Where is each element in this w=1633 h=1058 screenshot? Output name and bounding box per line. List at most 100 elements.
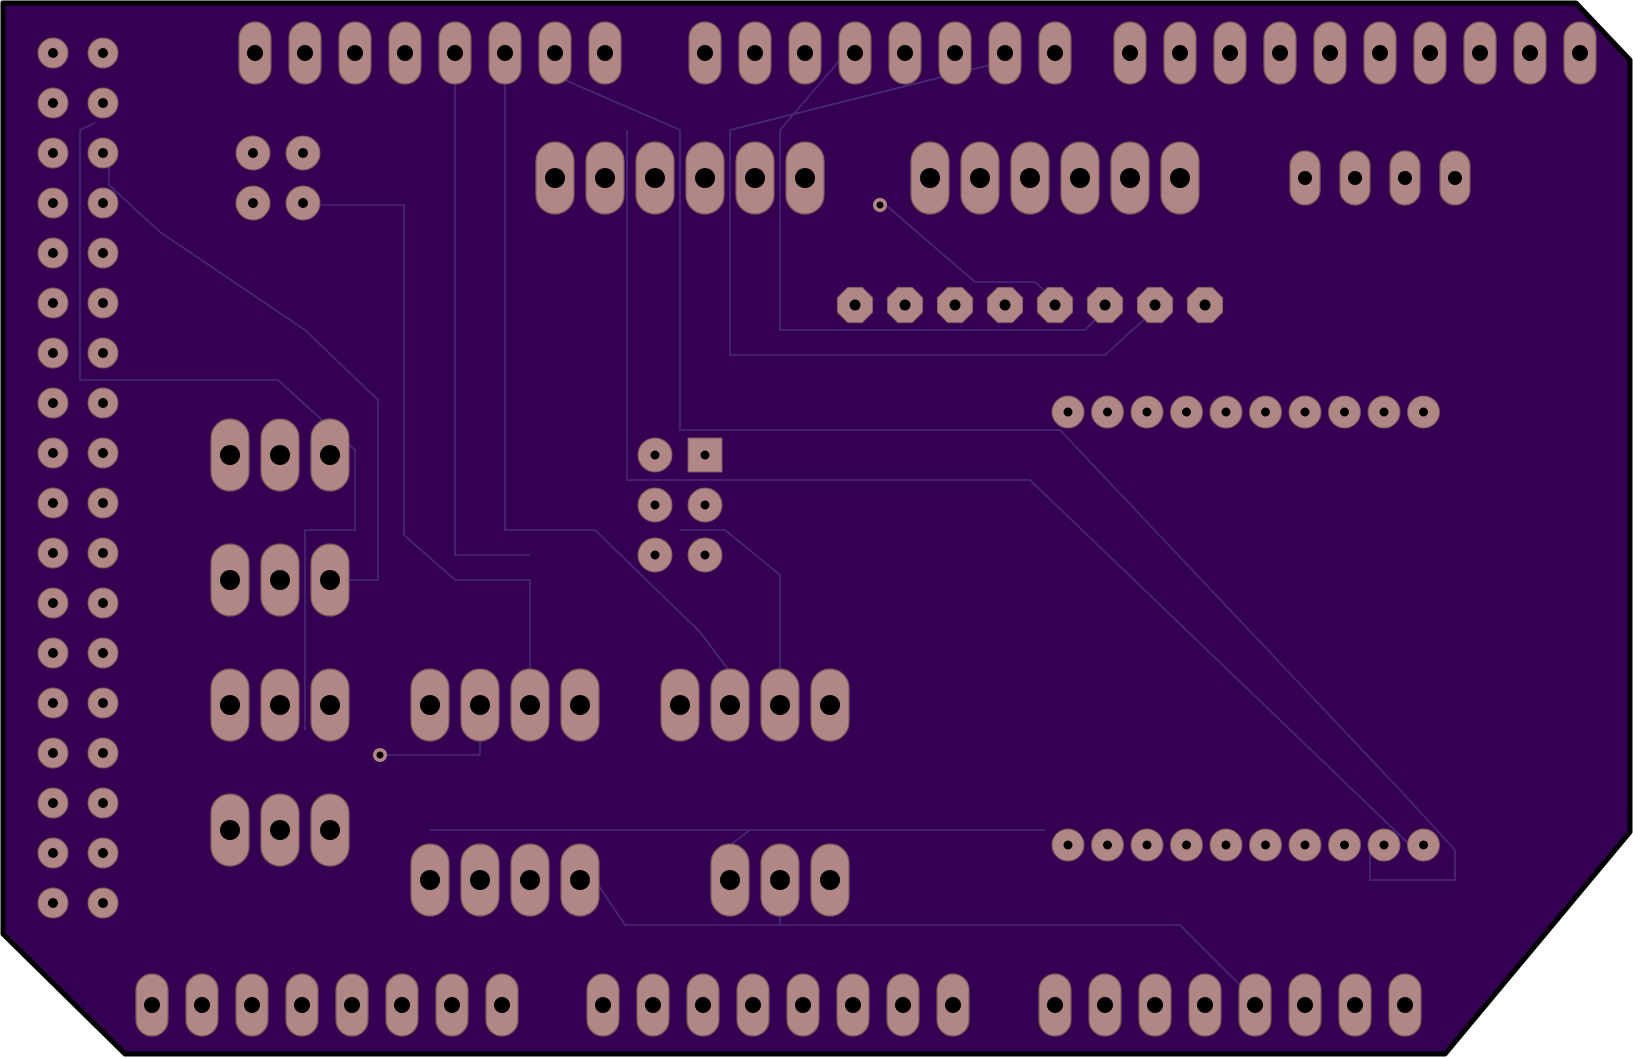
power-jack-pad bbox=[1439, 150, 1471, 206]
terminal-pad bbox=[410, 843, 450, 917]
ic-socket-pin bbox=[1407, 395, 1440, 429]
bottom-header-pin bbox=[285, 973, 319, 1037]
left-header-pin bbox=[87, 287, 119, 319]
top-header-pin bbox=[938, 21, 972, 85]
terminal-pad bbox=[810, 668, 850, 742]
terminal-pad bbox=[635, 141, 675, 215]
isp-header-pin-1 bbox=[687, 437, 723, 473]
ic-socket-pin bbox=[1367, 828, 1401, 862]
terminal-pad bbox=[960, 141, 1000, 215]
top-header-pin bbox=[438, 21, 472, 85]
left-header-pin bbox=[87, 737, 119, 769]
left-header-pin bbox=[87, 137, 119, 169]
bottom-header-pin bbox=[1288, 973, 1322, 1037]
terminal-pad bbox=[460, 668, 500, 742]
terminal-pad bbox=[260, 418, 300, 492]
trace bbox=[779, 59, 1111, 331]
octagon-header-pin bbox=[1186, 286, 1224, 324]
left-header-pin bbox=[37, 237, 69, 269]
small-header-pin bbox=[235, 135, 271, 171]
terminal-pad bbox=[1110, 141, 1150, 215]
isp-header-pin bbox=[637, 537, 673, 573]
terminal-pad bbox=[1160, 141, 1200, 215]
via bbox=[373, 748, 387, 762]
ic-socket-pin bbox=[1209, 395, 1243, 429]
terminal-pad bbox=[510, 843, 550, 917]
left-header-pin bbox=[37, 687, 69, 719]
left-header-pin bbox=[37, 487, 69, 519]
left-header-pin bbox=[87, 37, 119, 69]
top-header-pin bbox=[288, 21, 322, 85]
top-header-pin bbox=[1113, 21, 1147, 85]
top-header-pin bbox=[1313, 21, 1347, 85]
terminal-pad bbox=[210, 793, 250, 867]
terminal-pad bbox=[410, 668, 450, 742]
left-header-pin bbox=[37, 887, 69, 919]
ic-socket-pin bbox=[1051, 828, 1085, 862]
power-jack-pad bbox=[1339, 150, 1371, 206]
bottom-header-pin bbox=[886, 973, 920, 1037]
top-header-pin bbox=[738, 21, 772, 85]
pad-layer bbox=[37, 21, 1597, 1037]
ic-socket-pin bbox=[1249, 395, 1282, 429]
left-header-pin bbox=[87, 187, 119, 219]
terminal-pad bbox=[260, 543, 300, 617]
left-header-pin bbox=[87, 587, 119, 619]
terminal-pad bbox=[660, 668, 700, 742]
left-header-pin bbox=[37, 437, 69, 469]
top-header-pin bbox=[1363, 21, 1397, 85]
bottom-header-pin bbox=[1038, 973, 1072, 1037]
bottom-header-pin bbox=[636, 973, 670, 1037]
bottom-header-pin bbox=[1088, 973, 1122, 1037]
left-header-pin bbox=[37, 737, 69, 769]
via bbox=[873, 198, 887, 212]
trace bbox=[504, 80, 731, 673]
top-header-pin bbox=[1463, 21, 1497, 85]
left-header-pin bbox=[87, 787, 119, 819]
top-header-pin bbox=[1513, 21, 1547, 85]
terminal-pad bbox=[460, 843, 500, 917]
bottom-header-pin bbox=[686, 973, 720, 1037]
terminal-pad bbox=[1060, 141, 1100, 215]
trace bbox=[108, 159, 379, 581]
octagon-header-pin bbox=[936, 286, 974, 324]
bottom-header-pin bbox=[1238, 973, 1272, 1037]
left-header-pin bbox=[87, 637, 119, 669]
terminal-pad bbox=[210, 418, 250, 492]
bottom-header-pin bbox=[1388, 973, 1422, 1037]
left-header-pin bbox=[87, 537, 119, 569]
terminal-pad bbox=[710, 668, 750, 742]
bottom-header-pin bbox=[485, 973, 519, 1037]
terminal-pad bbox=[585, 141, 625, 215]
top-header-pin bbox=[538, 21, 572, 85]
left-header-pin bbox=[37, 287, 69, 319]
isp-header-pin bbox=[687, 487, 723, 523]
left-header-pin bbox=[37, 587, 69, 619]
left-header-pin bbox=[87, 487, 119, 519]
top-header-pin bbox=[688, 21, 722, 85]
bottom-header-pin bbox=[736, 973, 770, 1037]
octagon-header-pin bbox=[836, 286, 874, 324]
top-header-pin bbox=[388, 21, 422, 85]
left-header-pin bbox=[87, 837, 119, 869]
left-header-pin bbox=[37, 537, 69, 569]
trace bbox=[594, 879, 1241, 986]
small-header-pin bbox=[285, 185, 321, 221]
top-header-pin bbox=[1263, 21, 1297, 85]
isp-header-pin bbox=[637, 437, 673, 473]
top-header-pin bbox=[1213, 21, 1247, 85]
bottom-header-pin bbox=[185, 973, 219, 1037]
ic-socket-pin bbox=[1170, 395, 1203, 429]
terminal-pad bbox=[310, 418, 350, 492]
ic-socket-pin bbox=[1209, 828, 1243, 862]
trace bbox=[305, 204, 531, 705]
top-header-pin bbox=[788, 21, 822, 85]
ic-socket-pin bbox=[1051, 395, 1085, 429]
bottom-header-pin bbox=[1188, 973, 1222, 1037]
terminal-pad bbox=[510, 668, 550, 742]
top-header-pin bbox=[1413, 21, 1447, 85]
top-header-pin bbox=[988, 21, 1022, 85]
small-header-pin bbox=[285, 135, 321, 171]
ic-socket-pin bbox=[1367, 395, 1401, 429]
